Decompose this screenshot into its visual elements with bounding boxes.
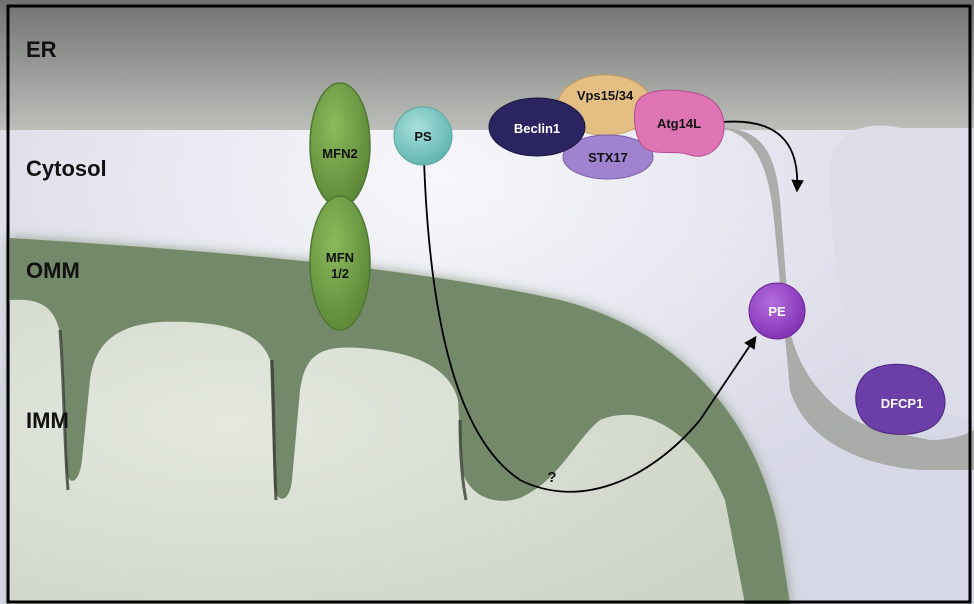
atg14l-to-er-arrow	[721, 120, 804, 193]
ps-label: PS	[414, 129, 432, 144]
ps-lipid	[393, 106, 453, 166]
vps15-34-label: Vps15/34	[577, 88, 634, 103]
pe-label: PE	[768, 304, 786, 319]
mfn2-protein	[309, 82, 371, 208]
unknown-step-label: ?	[547, 469, 556, 486]
stx17-label: STX17	[588, 150, 628, 165]
crista-3	[458, 419, 468, 501]
crista-1	[58, 329, 70, 491]
label-imm: IMM	[26, 408, 69, 433]
mitochondria-inner-membrane	[10, 299, 745, 604]
er-region	[0, 0, 974, 130]
diagram-frame	[6, 4, 972, 604]
pe-lipid	[748, 282, 806, 340]
stx17-protein	[562, 134, 654, 180]
mfn12-protein	[309, 195, 371, 331]
dfcp1-protein	[855, 363, 946, 435]
atg14l-label: Atg14L	[657, 116, 701, 131]
label-omm: OMM	[26, 258, 80, 283]
label-er: ER	[26, 37, 57, 62]
mfn2-label: MFN2	[322, 146, 357, 161]
cytosol-pocket	[830, 125, 974, 420]
atg14l-protein	[634, 89, 725, 157]
beclin1-label: Beclin1	[514, 121, 560, 136]
crista-2	[270, 359, 278, 501]
beclin1-protein	[488, 97, 586, 157]
mfn12-label-line2: 1/2	[331, 266, 349, 281]
label-cytosol: Cytosol	[26, 156, 107, 181]
dfcp1-label: DFCP1	[881, 396, 924, 411]
ps-to-pe-arrow	[423, 159, 757, 493]
mfn12-label-line1: MFN	[326, 250, 354, 265]
